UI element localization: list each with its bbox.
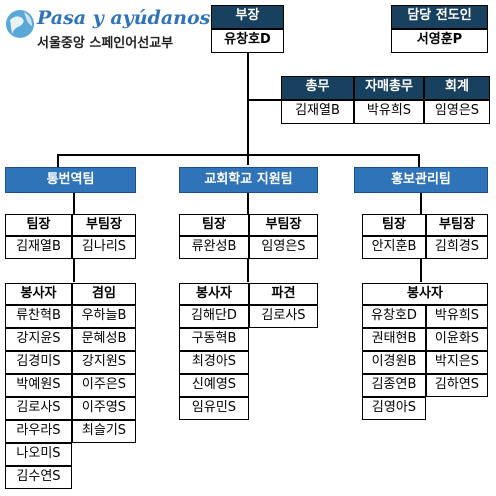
- team-leader-label: 팀장: [179, 214, 249, 236]
- team-header-interpret: 통번역팀: [5, 167, 136, 193]
- team-header-pr: 홍보관리팀: [354, 167, 488, 193]
- member-name: 박지은S: [426, 351, 488, 374]
- member-name: 이주은S: [72, 374, 136, 397]
- team-sub-leader-label: 부팀장: [426, 214, 488, 236]
- vice-director-name: 유창호D: [211, 29, 284, 53]
- member-name: 최슬기S: [72, 420, 136, 443]
- team-sub-leader-name: 김나리S: [72, 236, 136, 259]
- member-name: 김해단D: [179, 305, 249, 328]
- member-name: 김수연S: [5, 466, 72, 489]
- logo-subtitle: 서울중앙 스페인어선교부: [37, 36, 174, 51]
- officer-title: 총무: [281, 76, 354, 100]
- member-name: 우하늘B: [72, 305, 136, 328]
- member-name: 박유희S: [426, 305, 488, 328]
- logo-title: Pasa y ayúdanos: [37, 7, 211, 29]
- member-name: 유창호D: [362, 305, 426, 328]
- member-name: 강지원S: [72, 351, 136, 374]
- connector-line: [57, 154, 59, 167]
- member-name: 권태현B: [362, 328, 426, 351]
- team-leader-label: 팀장: [362, 214, 426, 236]
- member-name: 구동혁B: [179, 328, 249, 351]
- connector-line: [418, 154, 420, 167]
- officer-title: 회계: [424, 76, 490, 100]
- member-name: 김하연S: [426, 374, 488, 397]
- missionary-name: 서영훈P: [391, 29, 488, 53]
- missionary-title: 담당 전도인: [391, 5, 488, 29]
- member-name: 이경원B: [362, 351, 426, 374]
- connector-line: [57, 154, 419, 156]
- vice-director-title: 부장: [211, 5, 284, 29]
- team-sub-leader-name: 김희경S: [426, 236, 488, 259]
- team-sub-leader-label: 부팀장: [249, 214, 318, 236]
- member-name: 류찬혁B: [5, 305, 72, 328]
- member-name: 임유민S: [179, 397, 249, 420]
- concurrent-header: 겸임: [72, 283, 136, 305]
- globe-logo-icon: [6, 10, 34, 38]
- member-name: 김영아S: [362, 397, 426, 420]
- member-name: 강지윤S: [5, 328, 72, 351]
- dispatch-header: 파견: [249, 283, 318, 305]
- connector-line: [247, 52, 249, 165]
- team-leader-label: 팀장: [5, 214, 72, 236]
- officer-name: 박유희S: [354, 100, 424, 124]
- team-leader-name: 김재열B: [5, 236, 72, 259]
- member-name: 김로사S: [249, 305, 318, 328]
- member-name: 이주영S: [72, 397, 136, 420]
- member-name: 최경아S: [179, 351, 249, 374]
- officer-title: 자매총무: [354, 76, 424, 100]
- team-sub-leader-name: 임영은S: [249, 236, 318, 259]
- member-name: 문혜성B: [72, 328, 136, 351]
- connector-line: [249, 99, 281, 101]
- member-name: 김종연B: [362, 374, 426, 397]
- volunteer-header: 봉사자: [179, 283, 249, 305]
- volunteer-header: 봉사자: [362, 283, 488, 305]
- team-sub-leader-label: 부팀장: [72, 214, 136, 236]
- member-name: 나오미S: [5, 443, 72, 466]
- member-name: 김경미S: [5, 351, 72, 374]
- member-name: 김로사S: [5, 397, 72, 420]
- officer-name: 김재열B: [281, 100, 354, 124]
- team-leader-name: 안지훈B: [362, 236, 426, 259]
- member-name: 신예영S: [179, 374, 249, 397]
- team-header-church: 교회학교 지원팀: [179, 167, 318, 193]
- team-leader-name: 류완성B: [179, 236, 249, 259]
- member-name: 라우라S: [5, 420, 72, 443]
- officer-name: 임영은S: [424, 100, 490, 124]
- member-name: 박예원S: [5, 374, 72, 397]
- member-name: 이윤화S: [426, 328, 488, 351]
- volunteer-header: 봉사자: [5, 283, 72, 305]
